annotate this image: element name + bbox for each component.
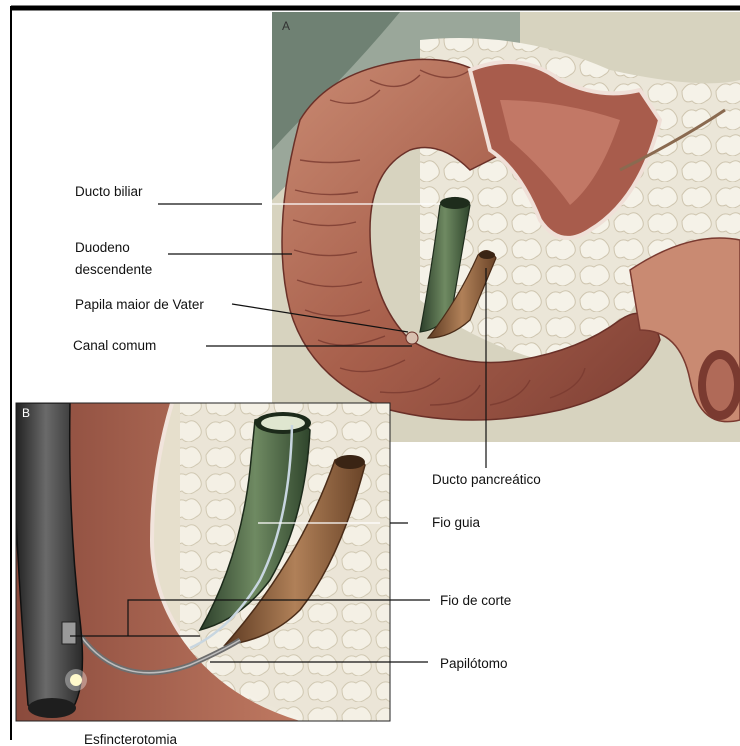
label-duodenum-line2: descendente xyxy=(75,262,152,277)
label-cutting-wire: Fio de corte xyxy=(440,593,511,608)
panel-a-letter: A xyxy=(282,19,290,33)
panel-b-caption: Esfincterotomia xyxy=(84,732,178,746)
panel-b-illustration xyxy=(16,403,390,721)
label-papillotome: Papilótomo xyxy=(440,656,508,671)
label-pancreatic-duct: Ducto pancreático xyxy=(432,472,541,487)
label-papilla: Papila maior de Vater xyxy=(75,297,204,312)
label-bile-duct: Ducto biliar xyxy=(75,184,143,199)
label-common-channel: Canal comum xyxy=(73,338,156,353)
label-duodenum-line1: Duodeno xyxy=(75,240,130,255)
label-guide-wire: Fio guia xyxy=(432,515,481,530)
panel-a-illustration xyxy=(272,12,740,442)
panel-b-letter: B xyxy=(22,406,30,420)
